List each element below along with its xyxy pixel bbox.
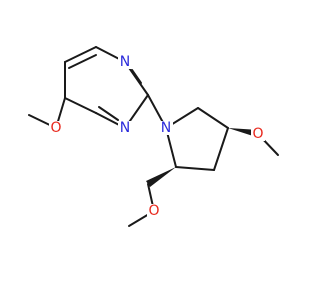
svg-text:O: O xyxy=(252,126,263,142)
bond-n1-c2-double xyxy=(131,69,142,84)
svg-text:N: N xyxy=(120,54,130,70)
atom-o-methoxy-right: O xyxy=(251,126,265,142)
bond-c6-c5 xyxy=(64,46,97,63)
pyrrolidine-ring xyxy=(165,107,229,171)
wedge-bond-c2-ch2 xyxy=(146,167,176,187)
atom-n-pyrrolidine: N xyxy=(159,120,173,136)
atom-o-methoxy-left: O xyxy=(49,120,63,136)
bond-c4-c3 xyxy=(213,127,229,171)
bond-n3-c4-double xyxy=(98,106,119,121)
atom-n-pyrimidine-1: N xyxy=(118,54,132,70)
bond-c4-c5 xyxy=(64,97,97,114)
atom-n-pyrimidine-3: N xyxy=(118,120,132,136)
wedge-bond-c4-o xyxy=(228,128,258,137)
atom-o-methoxy-bottom: O xyxy=(147,203,161,219)
bond-c5-c4 xyxy=(197,107,229,129)
pyrimidine-ring xyxy=(64,46,149,129)
molecule-structure: N N O N O O xyxy=(28,46,279,227)
svg-text:O: O xyxy=(148,203,159,219)
svg-text:N: N xyxy=(161,120,171,136)
svg-text:N: N xyxy=(120,120,130,136)
bond-c6-c5-double xyxy=(68,54,97,69)
bond-c3-c2 xyxy=(175,166,215,171)
svg-text:O: O xyxy=(50,120,61,136)
